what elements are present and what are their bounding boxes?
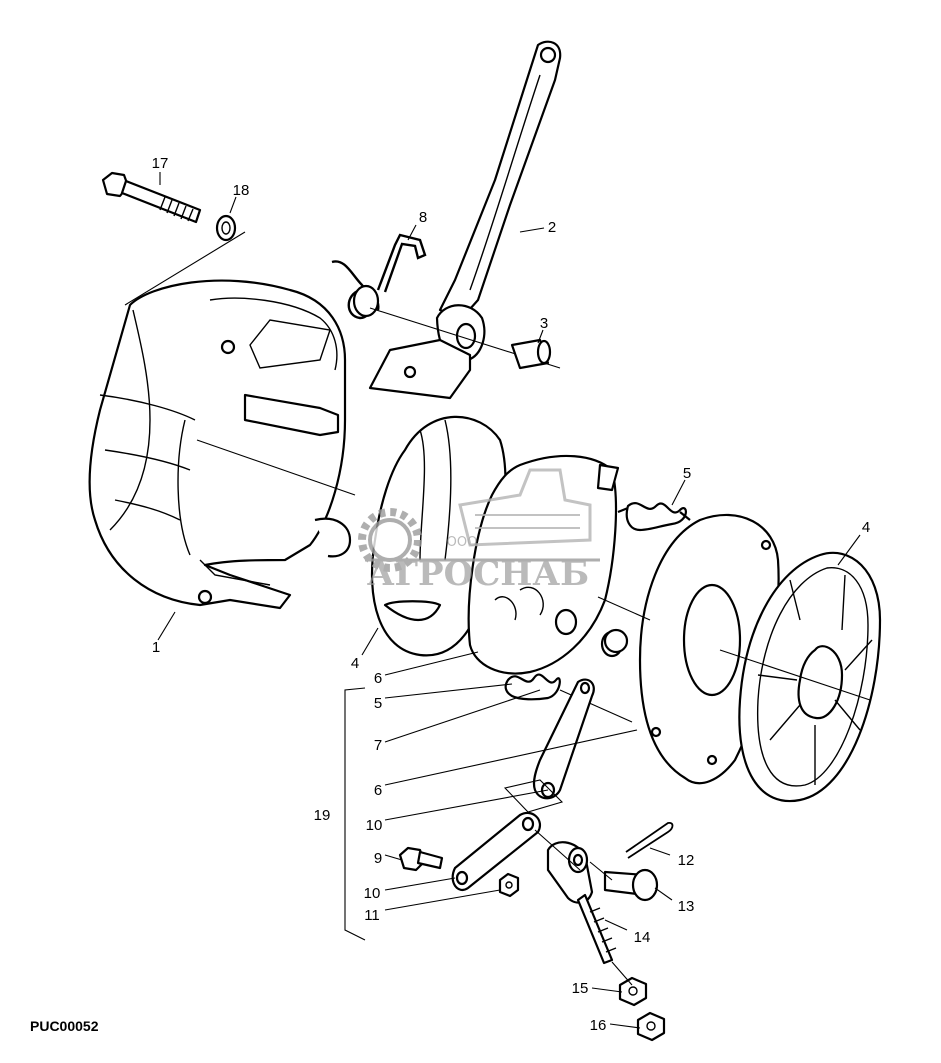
- callout-1: 1: [152, 639, 160, 656]
- brake-lever-part-2: [368, 40, 562, 400]
- actuator-plate-assembly: [467, 454, 624, 675]
- callout-8: 8: [419, 209, 427, 226]
- clevis-part-14: [546, 841, 617, 965]
- callout-6-lower: 6: [374, 782, 382, 799]
- callout-12: 12: [678, 852, 695, 869]
- lower-link-part-10: [451, 811, 541, 891]
- nut-part-16: [636, 1011, 666, 1042]
- leader-link-box: [503, 779, 564, 813]
- brake-disc-part-4-right: [738, 551, 882, 803]
- leader-clevis: [534, 829, 581, 871]
- leader-housing-axis: [196, 439, 356, 496]
- watermark-logo: ООО АГРОСНАБ: [358, 468, 600, 594]
- clevis-pin-part-13: [603, 868, 659, 902]
- callout-6-upper: 6: [374, 670, 382, 687]
- leader-plate-axis: [597, 596, 651, 621]
- callout-13: 13: [678, 898, 695, 915]
- callout-19: 19: [314, 807, 331, 824]
- leader-pin: [589, 861, 613, 881]
- nut-part-11: [498, 872, 520, 898]
- leader-axis-right: [719, 649, 871, 701]
- callout-17: 17: [152, 155, 169, 172]
- leader-17-18: [124, 231, 246, 306]
- leader-nut-axis: [611, 961, 633, 986]
- link-part-7: [532, 678, 595, 800]
- spring-part-5-lower: [504, 673, 561, 701]
- callout-9: 9: [374, 850, 382, 867]
- callout-leaders: [157, 172, 861, 1029]
- bolt-part-17: [101, 171, 202, 224]
- spring-part-5-upper: [617, 502, 691, 532]
- gear-icon: [358, 508, 422, 572]
- callout-10-lower: 10: [364, 885, 381, 902]
- ball-part: [603, 628, 629, 654]
- bolt-part-9: [398, 846, 444, 872]
- callout-2: 2: [548, 219, 556, 236]
- callout-11: 11: [364, 907, 380, 924]
- callout-5-upper: 5: [683, 465, 691, 482]
- callout-5-lower: 5: [374, 695, 382, 712]
- watermark-name: АГРОСНАБ: [367, 554, 589, 594]
- group-bracket-19: [344, 687, 366, 941]
- cotter-pin-part-12: [625, 822, 674, 859]
- nut-part-15: [618, 976, 648, 1007]
- watermark-prefix: ООО: [447, 535, 478, 550]
- callout-10-upper: 10: [366, 817, 383, 834]
- washer-part-18: [215, 214, 237, 242]
- spring-part-8: [331, 233, 427, 320]
- figure-code: PUC00052: [30, 1018, 99, 1034]
- combine-harvester-icon: [458, 468, 592, 547]
- callout-14: 14: [634, 929, 651, 946]
- callout-3: 3: [540, 315, 548, 332]
- callout-4-right: 4: [862, 519, 870, 536]
- callout-16: 16: [590, 1017, 607, 1034]
- callout-15: 15: [572, 980, 589, 997]
- bushing-part-3: [510, 338, 552, 370]
- callout-7: 7: [374, 737, 382, 754]
- brake-housing-part-1: [88, 279, 352, 610]
- callout-4-left: 4: [351, 655, 359, 672]
- callout-18: 18: [233, 182, 250, 199]
